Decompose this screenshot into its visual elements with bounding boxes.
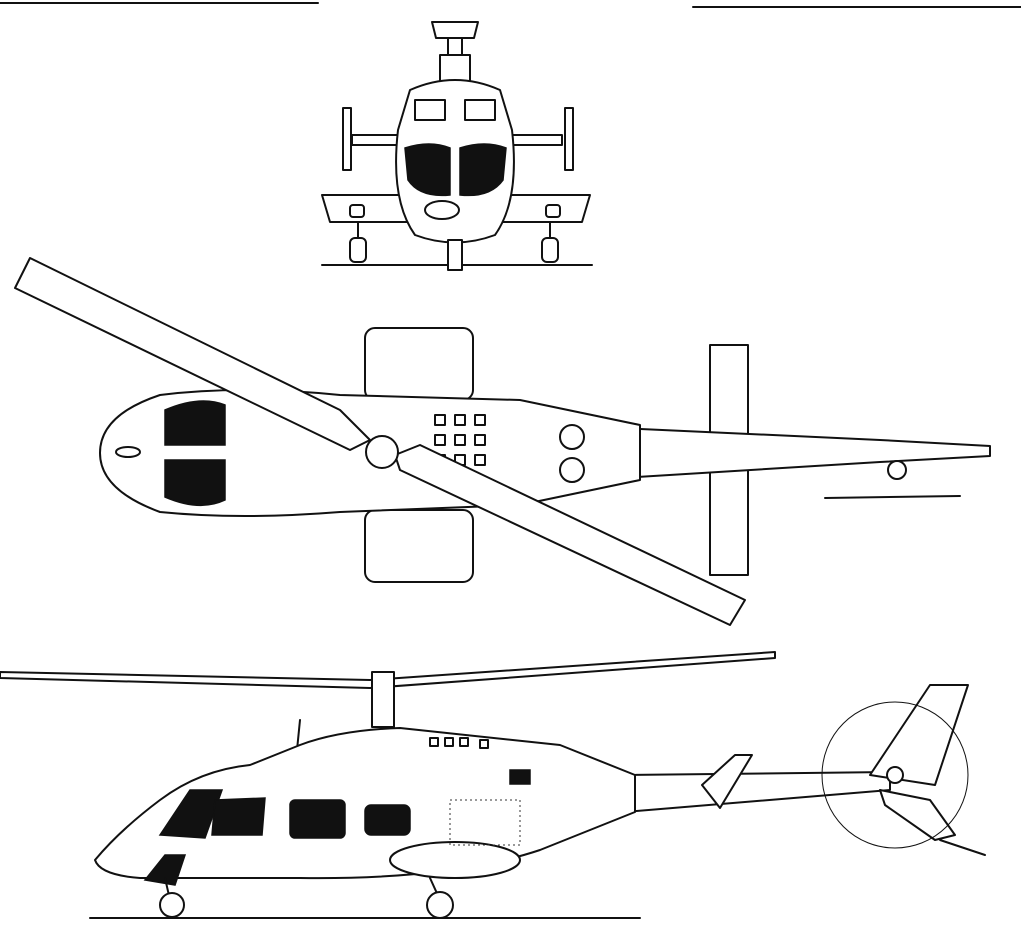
top-sponson-lower [364, 509, 474, 583]
front-nose-gear [447, 239, 463, 271]
side-tail-rotor-hub [886, 766, 904, 784]
top-tail-rotor [824, 495, 961, 499]
side-cockpit-door-window [211, 797, 266, 836]
front-view [321, 21, 593, 271]
side-tail-fin [869, 684, 969, 786]
side-sponson-fairing [389, 841, 521, 879]
top-engine-intake-lower [559, 457, 585, 483]
top-rotor-blade-upper [14, 257, 371, 451]
top-rotor-hub [365, 435, 399, 469]
front-fin-right [564, 107, 574, 171]
top-nose-marking [115, 446, 141, 458]
front-intake-grille [424, 200, 460, 220]
top-tail-fin-lower [709, 469, 749, 576]
front-upper-window-left [414, 99, 446, 121]
top-sponson-upper [364, 327, 474, 401]
front-fin-left [342, 107, 352, 171]
top-tail-boom [619, 427, 991, 479]
front-sponson-light-right [545, 204, 561, 218]
side-main-rotor-blade [0, 651, 776, 689]
side-rear-window [364, 804, 411, 836]
side-cabin-window [289, 799, 346, 839]
top-engine-intake-upper [559, 424, 585, 450]
side-canopy [158, 789, 224, 839]
front-wheel-left [349, 237, 367, 263]
side-view [0, 651, 986, 919]
front-wheel-right [541, 237, 559, 263]
side-lower-fin [879, 789, 956, 841]
top-tail-rotor-hub [887, 460, 907, 480]
front-canopy-right [459, 143, 507, 197]
front-canopy-left [404, 143, 451, 197]
side-lower-nose-window [143, 854, 187, 886]
side-fuselage [94, 727, 636, 880]
side-horizontal-stabilizer [701, 754, 753, 809]
top-tail-fin-upper [709, 344, 749, 446]
front-upper-window-right [464, 99, 496, 121]
side-main-wheel [426, 891, 454, 919]
side-vent-row [429, 737, 489, 749]
side-engine-grille [509, 769, 531, 785]
side-tail-skid [939, 839, 986, 856]
top-canopy [164, 400, 226, 506]
side-nose-wheel [159, 892, 185, 918]
side-rotor-mast [371, 671, 395, 728]
top-rotor-blade-lower [394, 444, 746, 626]
side-tail-rotor-disc [821, 701, 969, 849]
side-tail-boom [624, 771, 891, 813]
top-view [14, 257, 991, 626]
front-sponson-light-left [349, 204, 365, 218]
side-panel-hatch [449, 799, 521, 846]
